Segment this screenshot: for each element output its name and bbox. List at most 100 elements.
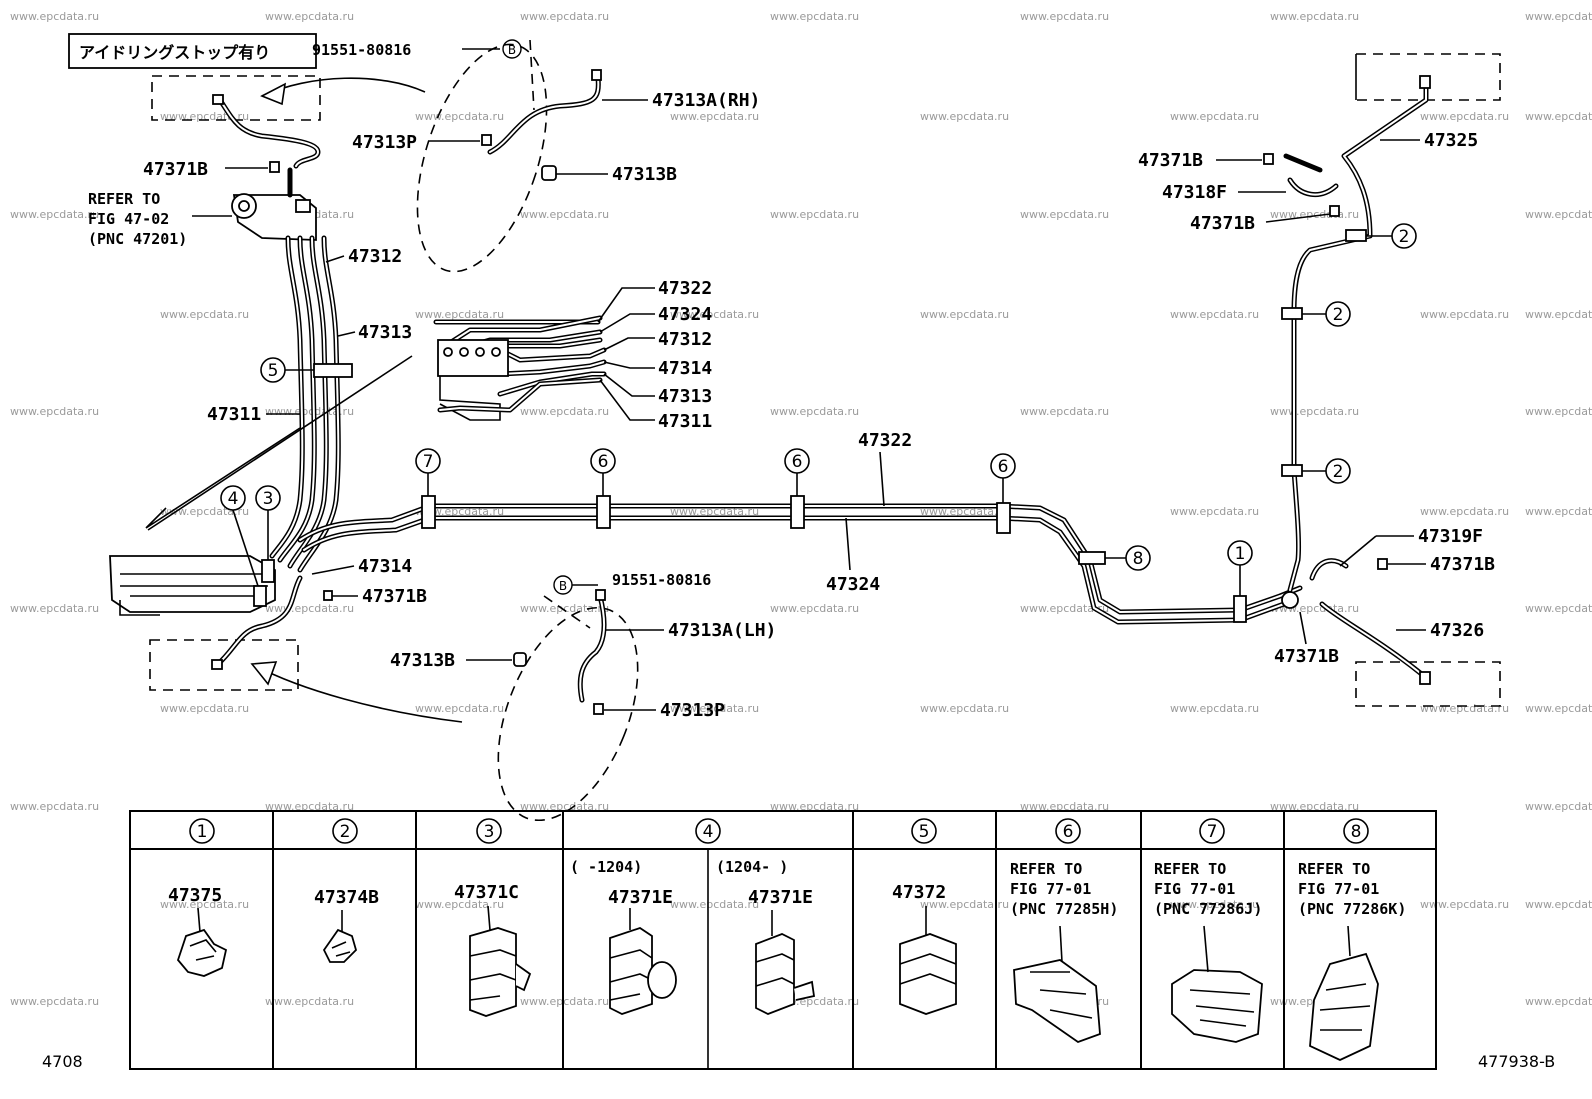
watermark-text: www.epcdata.ru — [265, 602, 354, 615]
clamp-drawing-47371E-b — [755, 910, 816, 1015]
legend-part-1: 47375 — [168, 885, 222, 906]
watermark-text: www.epcdata.ru — [10, 800, 99, 813]
label-47312: 47312 — [348, 246, 402, 267]
watermark-text: www.epcdata.ru — [1020, 602, 1109, 615]
svg-text:4: 4 — [703, 822, 714, 842]
watermark-text: www.epcdata.ru — [1420, 308, 1509, 321]
label-47313A-RH: 47313A(RH) — [652, 90, 760, 111]
direction-arrow — [147, 355, 413, 531]
svg-text:1: 1 — [197, 822, 208, 842]
watermark-text: www.epcdata.ru — [520, 800, 609, 813]
svg-text:47311: 47311 — [658, 411, 712, 432]
label-47313B-top: 47313B — [612, 164, 677, 185]
refer-text-line1: REFER TO — [88, 190, 160, 208]
watermark-text: www.epcdata.ru — [160, 308, 249, 321]
svg-text:7: 7 — [423, 452, 434, 472]
svg-text:5: 5 — [919, 822, 930, 842]
watermark-text: www.epcdata.ru — [520, 602, 609, 615]
watermark-text: www.epcdata.ru — [770, 208, 859, 221]
label-47371B-2: 47371B — [362, 586, 427, 607]
center-clamps — [421, 495, 1247, 623]
watermark-text: www.epcdata.ru — [1170, 505, 1259, 518]
watermark-text: www.epcdata.ru — [1525, 898, 1592, 911]
label-47371B-1: 47371B — [143, 159, 208, 180]
watermark-text: www.epcdata.ru — [10, 208, 99, 221]
watermark-text: www.epcdata.ru — [1170, 110, 1259, 123]
watermark-text: www.epcdata.ru — [920, 308, 1009, 321]
svg-text:5: 5 — [268, 361, 279, 381]
brake-actuator — [231, 193, 317, 241]
watermark-text: www.epcdata.ru — [920, 110, 1009, 123]
watermark-text: www.epcdata.ru — [770, 800, 859, 813]
watermark-text: www.epcdata.ru — [920, 898, 1009, 911]
body-outline-bottom-left — [149, 639, 299, 691]
idling-stop-label: アイドリングストップ有り — [79, 43, 270, 62]
svg-text:B: B — [508, 43, 516, 57]
label-47326: 47326 — [1430, 620, 1484, 641]
clamp-5 — [313, 363, 353, 378]
watermark-text: www.epcdata.ru — [1270, 800, 1359, 813]
clamp-drawing-47372 — [899, 906, 957, 1015]
svg-text:2: 2 — [1333, 305, 1344, 325]
svg-text:47314: 47314 — [658, 358, 712, 379]
detail-ellipse-rh — [416, 43, 548, 273]
label-47313P-top: 47313P — [352, 132, 417, 153]
clamp-drawing-47371C — [469, 905, 532, 1017]
svg-text:(PNC 77286K): (PNC 77286K) — [1298, 900, 1406, 918]
clamp-drawing-47375 — [176, 907, 228, 977]
watermark-text: www.epcdata.ru — [415, 308, 504, 321]
detail-ellipse-lh — [497, 606, 639, 822]
watermark-text: www.epcdata.ru — [1525, 702, 1592, 715]
svg-text:3: 3 — [484, 822, 495, 842]
brake-tubes-center — [297, 503, 1303, 625]
svg-text:REFER TO: REFER TO — [1298, 860, 1370, 878]
label-47371B-4: 47371B — [1190, 213, 1255, 234]
watermark-text: www.epcdata.ru — [770, 602, 859, 615]
watermark-text: www.epcdata.ru — [1170, 308, 1259, 321]
label-47371B-6: 47371B — [1274, 646, 1339, 667]
label-47325: 47325 — [1424, 130, 1478, 151]
svg-text:6: 6 — [792, 452, 803, 472]
watermark-text: www.epcdata.ru — [670, 110, 759, 123]
label-47371B-5: 47371B — [1430, 554, 1495, 575]
legend-headers: 1 2 3 4 5 6 7 8 — [189, 818, 1369, 844]
arrow-head — [260, 82, 287, 106]
svg-text:7: 7 — [1207, 822, 1218, 842]
svg-text:2: 2 — [1333, 462, 1344, 482]
svg-text:B: B — [559, 579, 567, 593]
label-91551-bottom: 91551-80816 — [612, 571, 711, 589]
watermark-text: www.epcdata.ru — [160, 702, 249, 715]
watermark-text: www.epcdata.ru — [1420, 110, 1509, 123]
label-47313P-bottom: 47313P — [660, 700, 725, 721]
label-47319F: 47319F — [1418, 526, 1483, 547]
watermark-text: www.epcdata.ru — [265, 405, 354, 418]
idling-stop-box — [68, 33, 317, 69]
watermark-text: www.epcdata.ru — [10, 405, 99, 418]
body-outline-bottom-right — [1355, 661, 1501, 707]
col4-range-1: ( -1204) — [570, 858, 642, 876]
svg-text:REFER TO: REFER TO — [1154, 860, 1226, 878]
label-47313B-bottom: 47313B — [390, 650, 455, 671]
watermark-text: www.epcdata.ru — [10, 602, 99, 615]
svg-text:FIG 77-01: FIG 77-01 — [1010, 880, 1091, 898]
watermark-text: www.epcdata.ru — [1525, 208, 1592, 221]
legend-part-4b: 47371E — [748, 887, 813, 908]
watermark-text: www.epcdata.ru — [1020, 800, 1109, 813]
watermark-text: www.epcdata.ru — [10, 995, 99, 1008]
center-callouts: 7 6 6 6 8 1 — [415, 448, 1253, 596]
label-47311: 47311 — [207, 404, 261, 425]
svg-text:(PNC 77285H): (PNC 77285H) — [1010, 900, 1118, 918]
watermark-text: www.epcdata.ru — [415, 702, 504, 715]
watermark-text: www.epcdata.ru — [1270, 405, 1359, 418]
watermark-text: www.epcdata.ru — [670, 308, 759, 321]
watermark-text: www.epcdata.ru — [770, 10, 859, 23]
clip-47371B — [269, 161, 280, 173]
svg-text:47312: 47312 — [658, 329, 712, 350]
watermark-text: www.epcdata.ru — [1420, 702, 1509, 715]
svg-text:REFER TO: REFER TO — [1010, 860, 1082, 878]
watermark-text: www.epcdata.ru — [1420, 505, 1509, 518]
page-code-left: 4708 — [42, 1052, 83, 1071]
watermark-text: www.epcdata.ru — [265, 800, 354, 813]
svg-text:6: 6 — [998, 457, 1009, 477]
watermark-text: www.epcdata.ru — [1525, 308, 1592, 321]
